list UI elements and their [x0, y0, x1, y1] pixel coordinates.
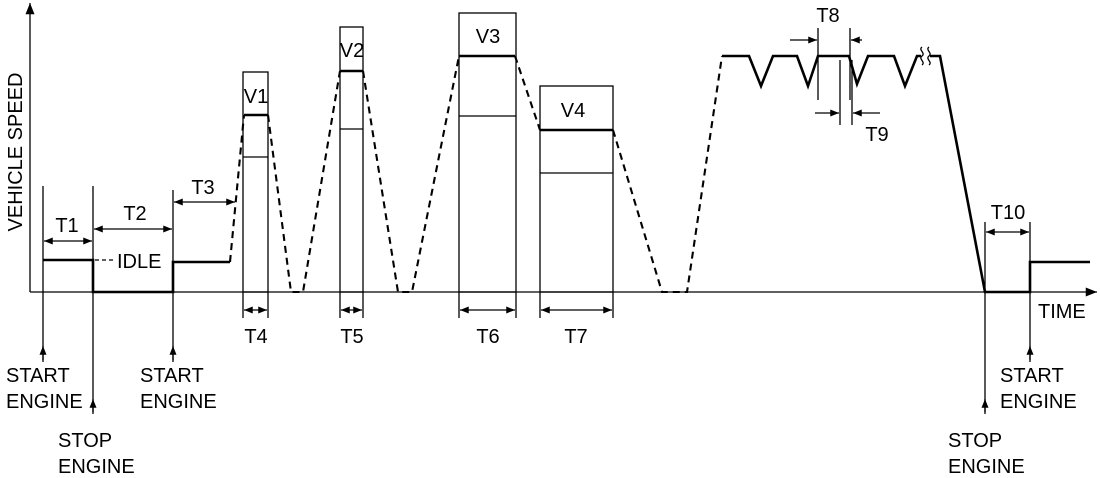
event-label-line2: ENGINE [140, 391, 217, 413]
speed-profile: IDLE [43, 46, 1090, 294]
event-start-engine-3: START ENGINE [1000, 222, 1077, 413]
event-label-line2: ENGINE [6, 391, 83, 413]
t3-label: T3 [191, 177, 214, 199]
event-label-line2: ENGINE [948, 456, 1025, 478]
t8-extension-lines [817, 28, 851, 100]
event-label-line1: STOP [948, 430, 1002, 452]
event-label-line2: ENGINE [1000, 391, 1077, 413]
event-start-engine-2: START ENGINE [140, 190, 217, 413]
t2-label: T2 [123, 203, 146, 225]
t7-label: T7 [564, 326, 587, 348]
t8-label: T8 [816, 5, 839, 27]
v3-box-outline [458, 12, 517, 293]
axes: VEHICLE SPEED TIME [5, 3, 1097, 323]
break-mark [920, 46, 931, 66]
t9-label: T9 [865, 124, 888, 146]
accel-to-v1 [228, 114, 246, 263]
v2-box-outline [339, 26, 364, 293]
event-label-line1: START [1000, 365, 1064, 387]
decel-stop-accel-to-v3 [361, 55, 461, 294]
v4-box-outline [539, 85, 614, 293]
t1-dimension: T1 [44, 215, 92, 245]
x-axis-label: TIME [1038, 301, 1086, 323]
t4-label: T4 [244, 326, 267, 348]
t7-extension-lines [539, 292, 614, 318]
t6-label: T6 [476, 326, 499, 348]
idle-label: IDLE [117, 251, 161, 273]
t3-dimension: T3 [174, 177, 235, 206]
decel-stop-accel-to-v2 [266, 70, 342, 294]
v1-tolerance-box: V1 T4 [242, 71, 269, 348]
v2-label: V2 [340, 40, 364, 62]
v1-box-outline [242, 71, 269, 293]
t4-extension-lines [242, 292, 269, 318]
t8-dimension: T8 [790, 5, 862, 100]
t2-dimension: T2 [94, 203, 172, 233]
decel-to-v4 [514, 55, 541, 131]
t10-label: T10 [991, 202, 1025, 224]
v4-tolerance-box: V4 T7 [539, 85, 614, 348]
v2-tolerance-box: V2 T5 [339, 26, 364, 348]
t5-extension-lines [339, 292, 364, 318]
y-axis-label: VEHICLE SPEED [5, 73, 27, 232]
t10-dimension: T10 [986, 202, 1029, 236]
final-decel-and-idle [930, 54, 1090, 294]
v3-tolerance-box: V3 T6 [458, 12, 517, 348]
t5-label: T5 [340, 326, 363, 348]
v3-label: V3 [476, 26, 500, 48]
t9-dimension: T9 [815, 60, 889, 146]
v1-label: V1 [244, 86, 268, 108]
event-start-engine-1: START ENGINE [6, 186, 83, 413]
event-stop-engine-2: STOP ENGINE [948, 222, 1025, 478]
event-stop-engine-1: STOP ENGINE [58, 186, 135, 478]
event-label-line2: ENGINE [58, 456, 135, 478]
event-label-line1: START [6, 365, 70, 387]
idle-and-engine-off-segment [43, 258, 230, 294]
event-label-line1: STOP [58, 430, 112, 452]
v4-label: V4 [561, 100, 585, 122]
fluctuating-cruise [722, 54, 921, 90]
decel-stop-accel-to-cruise [611, 55, 724, 294]
t9-extension-lines [839, 60, 853, 125]
event-label-line1: START [140, 365, 204, 387]
t1-label: T1 [55, 215, 78, 237]
t6-extension-lines [458, 292, 517, 318]
